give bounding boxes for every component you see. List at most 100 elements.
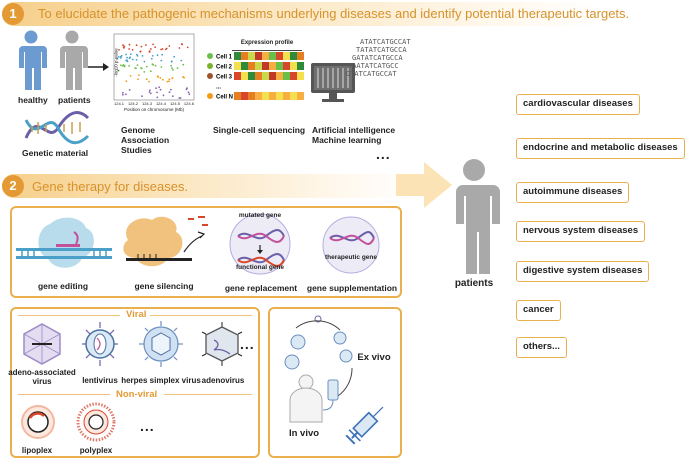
heatmap-cell	[283, 62, 290, 70]
big-arrow-icon	[396, 162, 452, 208]
gwas-point	[135, 44, 138, 47]
heatmap-cell	[234, 92, 241, 100]
heatmap-cell	[234, 62, 241, 70]
cell-marker-icon	[207, 53, 213, 59]
arrow-icon	[88, 63, 109, 71]
expression-header-line	[232, 50, 302, 51]
gwas-point	[168, 45, 171, 47]
gwas-point	[125, 93, 127, 96]
gwas-point	[141, 55, 144, 57]
gwas-point	[135, 59, 138, 61]
gwas-point	[128, 43, 131, 46]
gwas-point	[160, 66, 163, 68]
gwas-point	[145, 78, 148, 81]
gwas-point	[173, 55, 176, 58]
heatmap-cell	[241, 72, 248, 80]
heatmap-cell	[241, 92, 248, 100]
gwas-point	[168, 80, 170, 83]
heatmap-cell	[269, 62, 276, 70]
gwas-point	[125, 59, 128, 62]
gwas-point	[149, 70, 152, 73]
gwas-point	[148, 91, 151, 93]
gwas-tick: 124.2	[127, 101, 138, 106]
heatmap-cell	[283, 52, 290, 60]
heatmap-cell	[241, 62, 248, 70]
gwas-point	[126, 56, 128, 59]
gwas-point	[171, 77, 174, 79]
gwas-point	[159, 77, 162, 79]
patient-person-icon	[60, 30, 88, 90]
polyplex-label: polyplex	[79, 446, 113, 455]
lentivirus-label: lentivirus	[82, 376, 118, 385]
gwas-y-axis-label: -log10 p-value	[113, 48, 119, 77]
gene-editing-label: gene editing	[37, 281, 89, 291]
genetic-material-label: Genetic material	[22, 148, 89, 158]
gwas-point	[125, 53, 127, 56]
gwas-point	[120, 64, 122, 67]
gwas-point	[149, 89, 151, 92]
heatmap-cell	[248, 62, 255, 70]
gwas-point	[154, 64, 157, 67]
aav-label: adeno-associated virus	[8, 368, 76, 386]
heatmap-cell	[248, 52, 255, 60]
gwas-point	[131, 48, 134, 51]
svg-text:ATATCATGCCAT: ATATCATGCCAT	[360, 38, 411, 46]
heatmap-cell	[276, 92, 283, 100]
gwas-point	[116, 57, 119, 60]
gwas-point	[135, 53, 138, 56]
patients-label: patients	[58, 95, 91, 105]
cell-marker-icon	[207, 73, 213, 79]
heatmap-cell	[262, 92, 269, 100]
gwas-point	[129, 75, 132, 77]
gwas-tick: 124.5	[169, 101, 180, 106]
gwas-point	[125, 80, 128, 83]
step1-more-ellipsis: ...	[376, 146, 391, 162]
gwas-point	[186, 87, 188, 90]
gwas-point	[151, 63, 154, 65]
nonviral-heading: Non-viral	[116, 389, 158, 400]
gwas-point	[129, 53, 132, 56]
gwas-point	[145, 44, 147, 46]
ex-vivo-label: Ex vivo	[357, 352, 391, 363]
cell-row-label: Cell N	[216, 95, 233, 101]
step1-banner	[2, 2, 602, 26]
step2-title: Gene therapy for diseases.	[32, 179, 189, 194]
viral-divider-right	[150, 315, 252, 316]
heatmap-cell	[297, 62, 304, 70]
gwas-point	[117, 56, 120, 58]
gwas-point	[145, 65, 148, 68]
disease-cancer: cancer	[516, 300, 561, 321]
gwas-tick: 124.1	[114, 101, 125, 106]
ai-label: Artificial intelligence Machine learning	[312, 125, 396, 145]
functional-gene-label: functional gene	[235, 264, 285, 271]
gwas-point	[187, 91, 190, 94]
gwas-point	[139, 50, 142, 53]
heatmap-cell	[269, 72, 276, 80]
cell-row-label: Cell 2	[216, 65, 233, 71]
heatmap-cell	[290, 52, 297, 60]
lipoplex-icon	[21, 405, 55, 439]
dna-helix-icon	[24, 111, 90, 145]
gwas-point	[180, 59, 183, 62]
gwas-point	[122, 44, 124, 47]
nonviral-divider-left	[18, 394, 110, 395]
disease-digestive-system: digestive system diseases	[516, 261, 650, 282]
heatmap-cell	[255, 72, 262, 80]
gwas-point	[135, 67, 137, 70]
svg-text:GTATCATGCCAT: GTATCATGCCAT	[346, 70, 397, 78]
heatmap-cell	[269, 92, 276, 100]
gene-replacement-label: gene replacement	[224, 283, 298, 293]
gwas-point	[154, 46, 156, 48]
heatmap-cell	[248, 72, 255, 80]
polyplex-icon	[76, 402, 116, 442]
gwas-point	[136, 64, 139, 66]
step2-number: 2	[2, 175, 24, 197]
step1-title: To elucidate the pathogenic mechanisms u…	[38, 6, 630, 21]
cell-row-label: Cell 3	[216, 75, 233, 81]
cell-marker-icon	[207, 93, 213, 99]
disease-others: others...	[516, 337, 567, 358]
heatmap-cell	[262, 62, 269, 70]
gene-supplementation-icon	[322, 216, 380, 274]
step1-number: 1	[2, 3, 24, 25]
svg-text:TATATCATGCCA: TATATCATGCCA	[356, 46, 407, 54]
